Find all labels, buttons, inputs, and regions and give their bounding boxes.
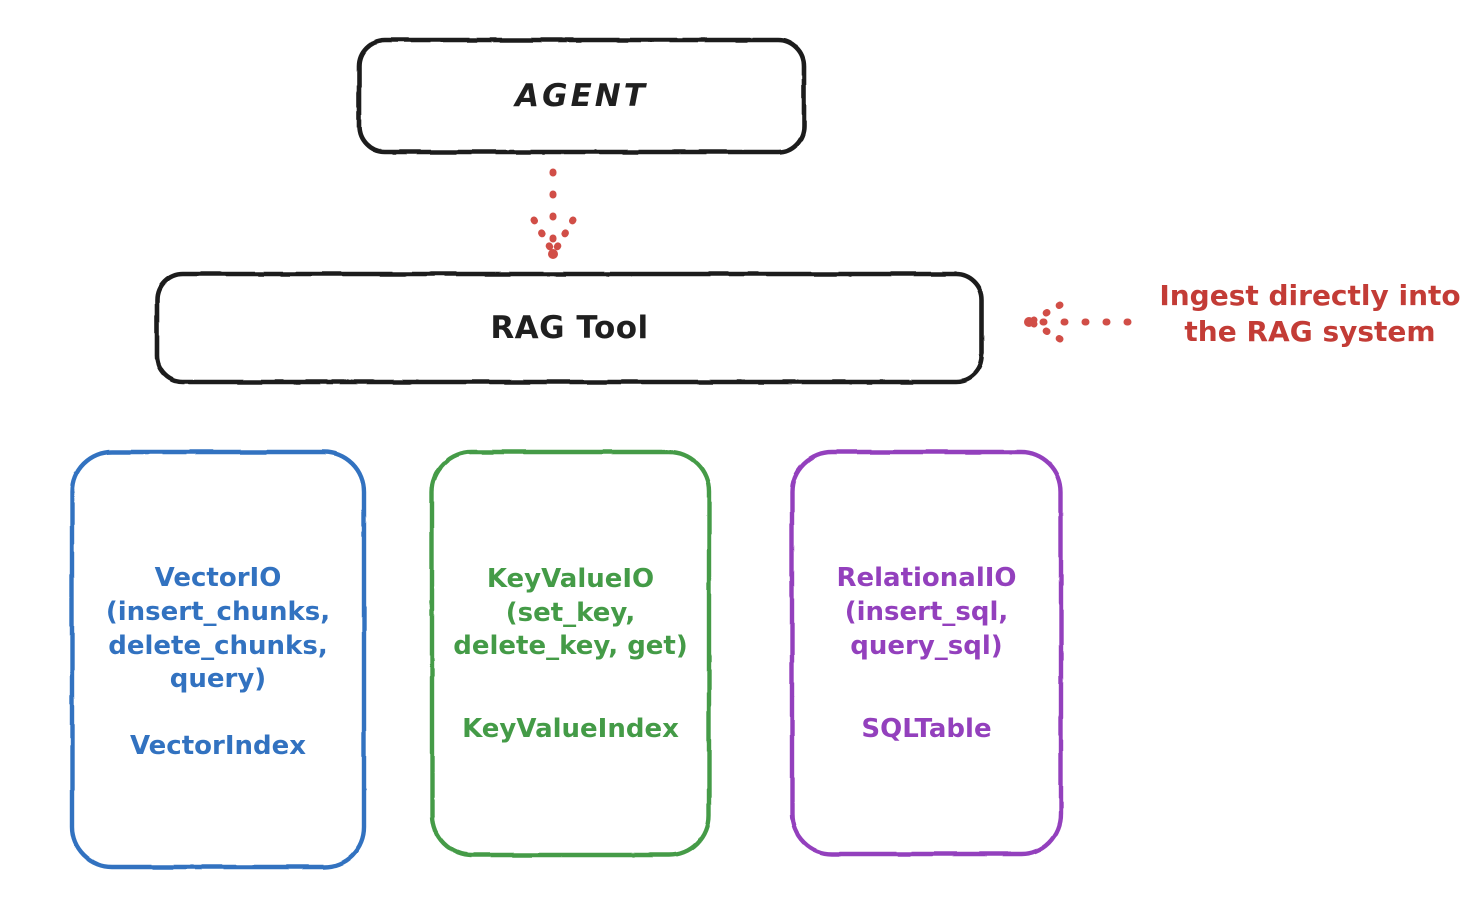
agent-label: AGENT bbox=[515, 78, 648, 114]
relational-io-index-label: SQLTable bbox=[861, 713, 992, 744]
relational-io-signature: RelationalIO (insert_sql, query_sql) bbox=[836, 563, 1017, 661]
vector-io-card-outline bbox=[69, 449, 367, 870]
vector-io-signature: VectorIO (insert_chunks, delete_chunks, … bbox=[105, 562, 331, 695]
rag-tool-label: RAG Tool bbox=[490, 310, 649, 346]
key-value-io-signature: KeyValueIO (set_key, delete_key, get) bbox=[453, 563, 688, 662]
relational-io-card-outline bbox=[789, 449, 1064, 857]
rag-tool-node[interactable]: RAG Tool bbox=[155, 272, 984, 384]
ingest-annotation-text: Ingest directly into the RAG system bbox=[1159, 279, 1461, 348]
key-value-io-card-outline bbox=[429, 449, 712, 858]
vector-io-card[interactable]: VectorIO (insert_chunks, delete_chunks, … bbox=[70, 450, 366, 869]
agent-node[interactable]: AGENT bbox=[357, 38, 806, 154]
key-value-io-card[interactable]: KeyValueIO (set_key, delete_key, get) Ke… bbox=[430, 450, 711, 857]
relational-io-card[interactable]: RelationalIO (insert_sql, query_sql) SQL… bbox=[790, 450, 1063, 856]
agent-box-outline bbox=[356, 37, 807, 155]
ingest-to-ragtool-arrow bbox=[1024, 301, 1132, 343]
rag-tool-box-outline bbox=[154, 271, 985, 385]
vector-io-index-label: VectorIndex bbox=[129, 731, 307, 762]
agent-to-ragtool-arrow bbox=[530, 168, 577, 259]
key-value-io-index-label: KeyValueIndex bbox=[462, 714, 679, 745]
